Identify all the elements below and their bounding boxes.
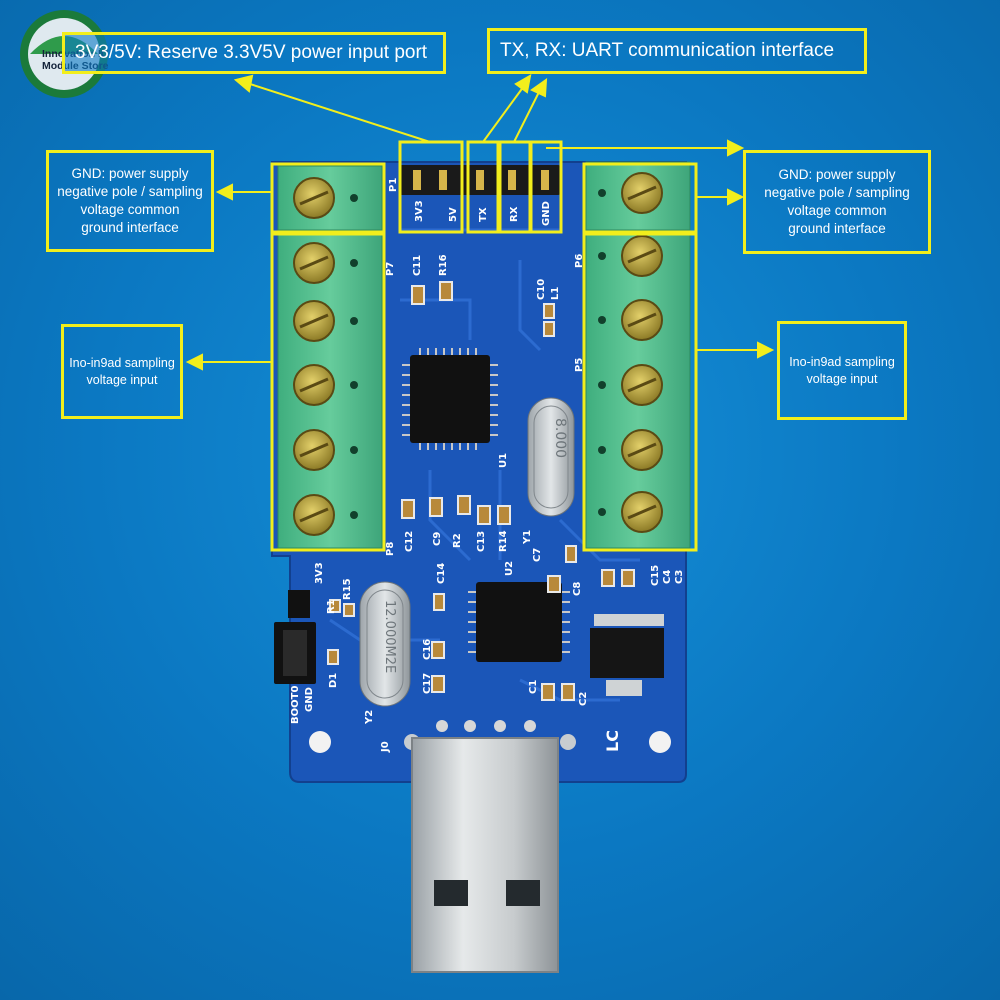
header-pins xyxy=(400,165,560,195)
callout-gnd-right-line: voltage common xyxy=(787,203,887,218)
label-tx-pin: TX xyxy=(478,207,489,222)
label-boot0: BOOT0 xyxy=(290,686,301,724)
callout-ain-left-line: voltage input xyxy=(86,372,158,387)
callout-ain-left-line: Ino-in9ad sampling xyxy=(69,356,175,370)
usb-plug xyxy=(411,737,559,973)
right-terminal-block xyxy=(585,161,691,549)
callout-gnd-right: GND: power supply negative pole / sampli… xyxy=(743,150,931,254)
label-p6: P6 xyxy=(574,254,585,268)
label-r14: R14 xyxy=(498,530,509,552)
callout-gnd-right-line: negative pole / sampling xyxy=(764,185,910,201)
label-p7: P7 xyxy=(385,262,396,276)
callout-uart-text: TX, RX: UART communication interface xyxy=(500,40,835,62)
label-c13: C13 xyxy=(476,531,487,552)
label-c12: C12 xyxy=(404,531,415,552)
label-u2: U2 xyxy=(504,561,515,576)
label-3v3-jumper: 3V3 xyxy=(314,562,325,584)
label-p1: P1 xyxy=(388,178,399,192)
label-c8: C8 xyxy=(572,582,583,596)
label-rx-pin: RX xyxy=(509,206,520,222)
crystal-y2 xyxy=(359,581,411,707)
callout-power-text: 3V3/5V: Reserve 3.3V5V power input port xyxy=(75,42,428,64)
label-j0: J0 xyxy=(380,741,391,753)
label-c16: C16 xyxy=(422,639,433,660)
label-r2: R2 xyxy=(452,533,463,548)
label-r1: R1 xyxy=(326,599,337,614)
label-r15: R15 xyxy=(342,578,353,600)
label-l1: L1 xyxy=(550,287,561,300)
label-r16: R16 xyxy=(438,254,449,276)
mcu-chip xyxy=(402,348,498,450)
smd-components xyxy=(327,281,635,701)
callout-gnd-left-line: voltage common xyxy=(80,202,180,217)
mounting-hole xyxy=(309,731,331,753)
label-c17: C17 xyxy=(422,673,433,694)
label-d1: D1 xyxy=(328,673,339,688)
label-5v-pin: 5V xyxy=(448,207,459,222)
label-c3: C3 xyxy=(674,570,685,584)
label-gnd-pin: GND xyxy=(541,201,552,226)
usb-chip xyxy=(468,582,570,662)
label-3v3-pin: 3V3 xyxy=(414,200,425,222)
label-c11: C11 xyxy=(412,255,423,276)
label-c14: C14 xyxy=(436,563,447,584)
callout-uart: TX, RX: UART communication interface xyxy=(487,28,867,74)
callout-gnd-right-line: GND: power supply xyxy=(778,167,896,183)
label-c9: C9 xyxy=(432,532,443,546)
crystal-y1 xyxy=(527,397,575,517)
label-c4: C4 xyxy=(662,570,673,584)
callout-gnd-left-line: ground interface xyxy=(81,219,179,235)
label-p5: P5 xyxy=(574,358,585,372)
crystal-y1-marking: 8.000 xyxy=(552,418,568,458)
left-terminal-block xyxy=(277,165,383,549)
label-y1: Y1 xyxy=(522,530,533,545)
voltage-regulator xyxy=(590,614,664,696)
callout-gnd-left-line: negative pole / sampling xyxy=(57,184,203,200)
label-u1: U1 xyxy=(498,453,509,468)
callout-ain-left: Ino-in9ad sampling voltage input xyxy=(61,324,183,419)
callout-ain-right-line: voltage input xyxy=(806,371,878,386)
boot-jumper xyxy=(274,590,316,684)
label-y2: Y2 xyxy=(364,710,375,725)
label-c10: C10 xyxy=(536,279,547,300)
crystal-y2-marking: 12.000M2E xyxy=(382,600,397,673)
label-c1: C1 xyxy=(528,680,539,694)
callout-ain-right: Ino-in9ad sampling voltage input xyxy=(777,321,907,420)
label-lc: LC xyxy=(603,730,622,752)
callout-arrows xyxy=(185,74,775,371)
callout-power-port: 3V3/5V: Reserve 3.3V5V power input port xyxy=(62,32,446,74)
label-c15: C15 xyxy=(650,565,661,586)
mounting-hole xyxy=(649,731,671,753)
label-p8: P8 xyxy=(385,542,396,556)
label-c2: C2 xyxy=(578,692,589,706)
callout-gnd-right-line: ground interface xyxy=(788,220,886,236)
label-c7: C7 xyxy=(532,548,543,562)
callout-ain-right-line: Ino-in9ad sampling xyxy=(789,355,895,369)
callout-gnd-left: GND: power supply negative pole / sampli… xyxy=(46,150,214,252)
label-gnd-jumper: GND xyxy=(304,687,315,712)
callout-gnd-left-line: GND: power supply xyxy=(71,166,189,182)
